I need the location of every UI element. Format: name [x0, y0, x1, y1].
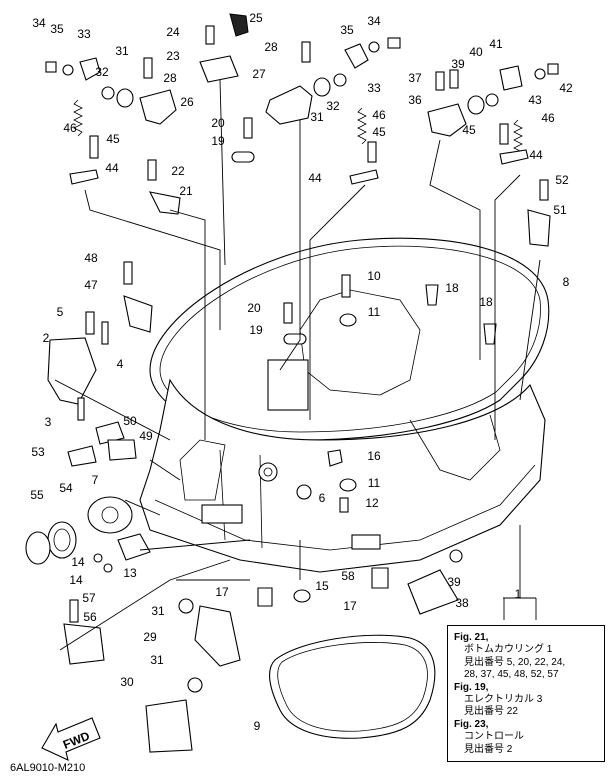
callout-28: 28	[163, 71, 177, 85]
callout-45: 45	[106, 132, 120, 146]
callout-33: 33	[77, 27, 91, 41]
callout-14: 14	[71, 555, 85, 569]
callout-11: 11	[368, 476, 381, 490]
leader-lines	[54, 79, 541, 651]
callout-4: 4	[117, 357, 124, 371]
cowling-seal-9	[269, 634, 436, 739]
callout-2: 2	[43, 331, 50, 345]
callout-58: 58	[341, 569, 355, 583]
bottom-cowling	[139, 237, 550, 573]
callout-40: 40	[469, 45, 483, 59]
callout-39: 39	[451, 57, 465, 71]
note-line: 見出番号 22	[464, 706, 518, 718]
callout-21: 21	[179, 184, 193, 198]
note-line: Fig. 19,	[454, 681, 489, 693]
callout-34: 34	[32, 16, 46, 30]
callout-25: 25	[249, 11, 263, 25]
callout-51: 51	[553, 203, 567, 217]
callout-46: 46	[372, 108, 386, 122]
callout-48: 48	[84, 251, 98, 265]
callout-43: 43	[528, 93, 542, 107]
callout-47: 47	[84, 278, 98, 292]
callout-49: 49	[139, 429, 153, 443]
callout-18: 18	[445, 281, 459, 295]
callout-24: 24	[166, 25, 180, 39]
callout-55: 55	[30, 488, 44, 502]
callout-19: 19	[249, 323, 263, 337]
callout-35: 35	[50, 22, 64, 36]
callout-7: 7	[92, 473, 99, 487]
callout-31: 31	[151, 604, 165, 618]
callout-20: 20	[247, 301, 261, 315]
callout-39: 39	[447, 575, 461, 589]
callout-34: 34	[367, 14, 381, 28]
callout-29: 29	[143, 630, 157, 644]
callout-12: 12	[365, 496, 379, 510]
callout-50: 50	[123, 414, 137, 428]
callout-56: 56	[83, 610, 97, 624]
callout-10: 10	[367, 269, 381, 283]
note-line: Fig. 23,	[454, 718, 489, 730]
callout-17: 17	[343, 599, 357, 613]
callout-35: 35	[340, 23, 354, 37]
note-line: 見出番号 5, 20, 22, 24,	[464, 656, 566, 668]
callout-38: 38	[455, 596, 469, 610]
callout-42: 42	[559, 81, 573, 95]
note-line: ボトムカウリング 1	[464, 644, 553, 656]
callout-31: 31	[115, 44, 129, 58]
callout-36: 36	[408, 93, 422, 107]
fwd-arrow: FWD	[41, 717, 101, 761]
callout-5: 5	[57, 305, 64, 319]
note-line: 28, 37, 45, 48, 52, 57	[464, 669, 559, 681]
diagram-code: 6AL9010-M210	[10, 762, 86, 774]
callout-31: 31	[310, 110, 324, 124]
callout-31: 31	[150, 653, 164, 667]
note-line: エレクトリカル 3	[464, 694, 543, 706]
callout-6: 6	[319, 491, 326, 505]
note-line: コントロール	[464, 731, 524, 743]
callout-45: 45	[372, 125, 386, 139]
callout-15: 15	[315, 579, 329, 593]
callout-57: 57	[82, 591, 96, 605]
callout-52: 52	[555, 173, 569, 187]
callout-16: 16	[367, 449, 381, 463]
callout-32: 32	[95, 65, 109, 79]
callout-28: 28	[264, 40, 278, 54]
callout-33: 33	[367, 81, 381, 95]
callout-8: 8	[563, 275, 570, 289]
callout-46: 46	[63, 121, 77, 135]
callout-26: 26	[180, 95, 194, 109]
callout-44: 44	[105, 161, 119, 175]
callout-14: 14	[69, 573, 83, 587]
small-parts	[25, 13, 559, 753]
note-line: Fig. 21,	[454, 632, 489, 643]
callout-18: 18	[479, 295, 493, 309]
callout-17: 17	[215, 585, 229, 599]
callout-9: 9	[254, 719, 261, 733]
callout-22: 22	[171, 164, 185, 178]
callout-41: 41	[489, 37, 503, 51]
callout-3: 3	[45, 415, 52, 429]
callout-44: 44	[529, 148, 543, 162]
callout-37: 37	[408, 71, 422, 85]
callout-32: 32	[326, 99, 340, 113]
callout-11: 11	[368, 305, 381, 319]
callout-23: 23	[166, 49, 180, 63]
callout-53: 53	[31, 445, 45, 459]
callout-30: 30	[120, 675, 134, 689]
note-line: 見出番号 2	[464, 743, 513, 755]
callout-20: 20	[211, 116, 225, 130]
callout-46: 46	[541, 111, 555, 125]
callout-45: 45	[462, 123, 476, 137]
callout-13: 13	[123, 566, 137, 580]
callout-19: 19	[211, 134, 225, 148]
callout-1: 1	[515, 587, 522, 601]
callout-27: 27	[252, 67, 266, 81]
callout-54: 54	[59, 481, 73, 495]
callout-44: 44	[308, 171, 322, 185]
